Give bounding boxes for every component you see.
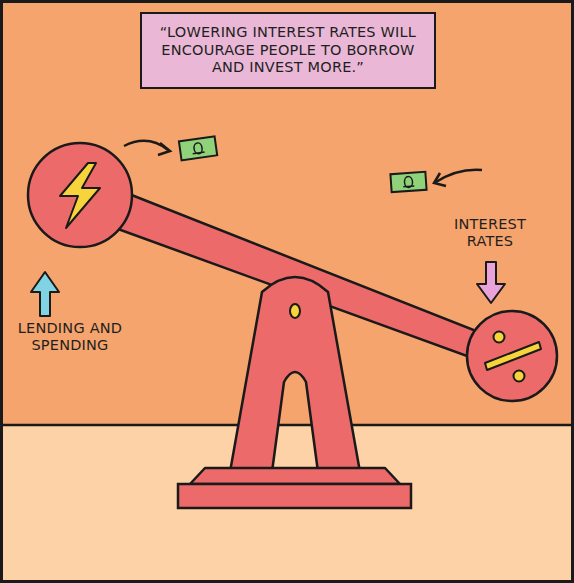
motion-arrow-head (434, 173, 446, 186)
interest-label: INTEREST RATES (440, 216, 540, 251)
stand-base-top (190, 468, 400, 484)
down-arrow (477, 262, 505, 303)
text: “LOWERING INTEREST RATES WILL ENCOURAGE … (152, 24, 424, 76)
stand-base (178, 484, 411, 508)
money-bill (179, 136, 217, 160)
seesaw-end-left (28, 143, 132, 247)
motion-arrow (436, 170, 482, 182)
seesaw-stand (230, 277, 360, 472)
seesaw-end-right (467, 311, 557, 401)
money-bill (390, 172, 426, 192)
up-arrow (31, 272, 59, 316)
lending-label: LENDING AND SPENDING (14, 320, 126, 355)
quote-box: “LOWERING INTEREST RATES WILL ENCOURAGE … (140, 12, 436, 89)
lightning-symbol (60, 163, 100, 228)
motion-arrow-head (158, 143, 170, 155)
percent-symbol (485, 332, 541, 382)
pivot-hole (290, 304, 300, 318)
floor (0, 425, 574, 583)
floor-line (0, 424, 574, 427)
